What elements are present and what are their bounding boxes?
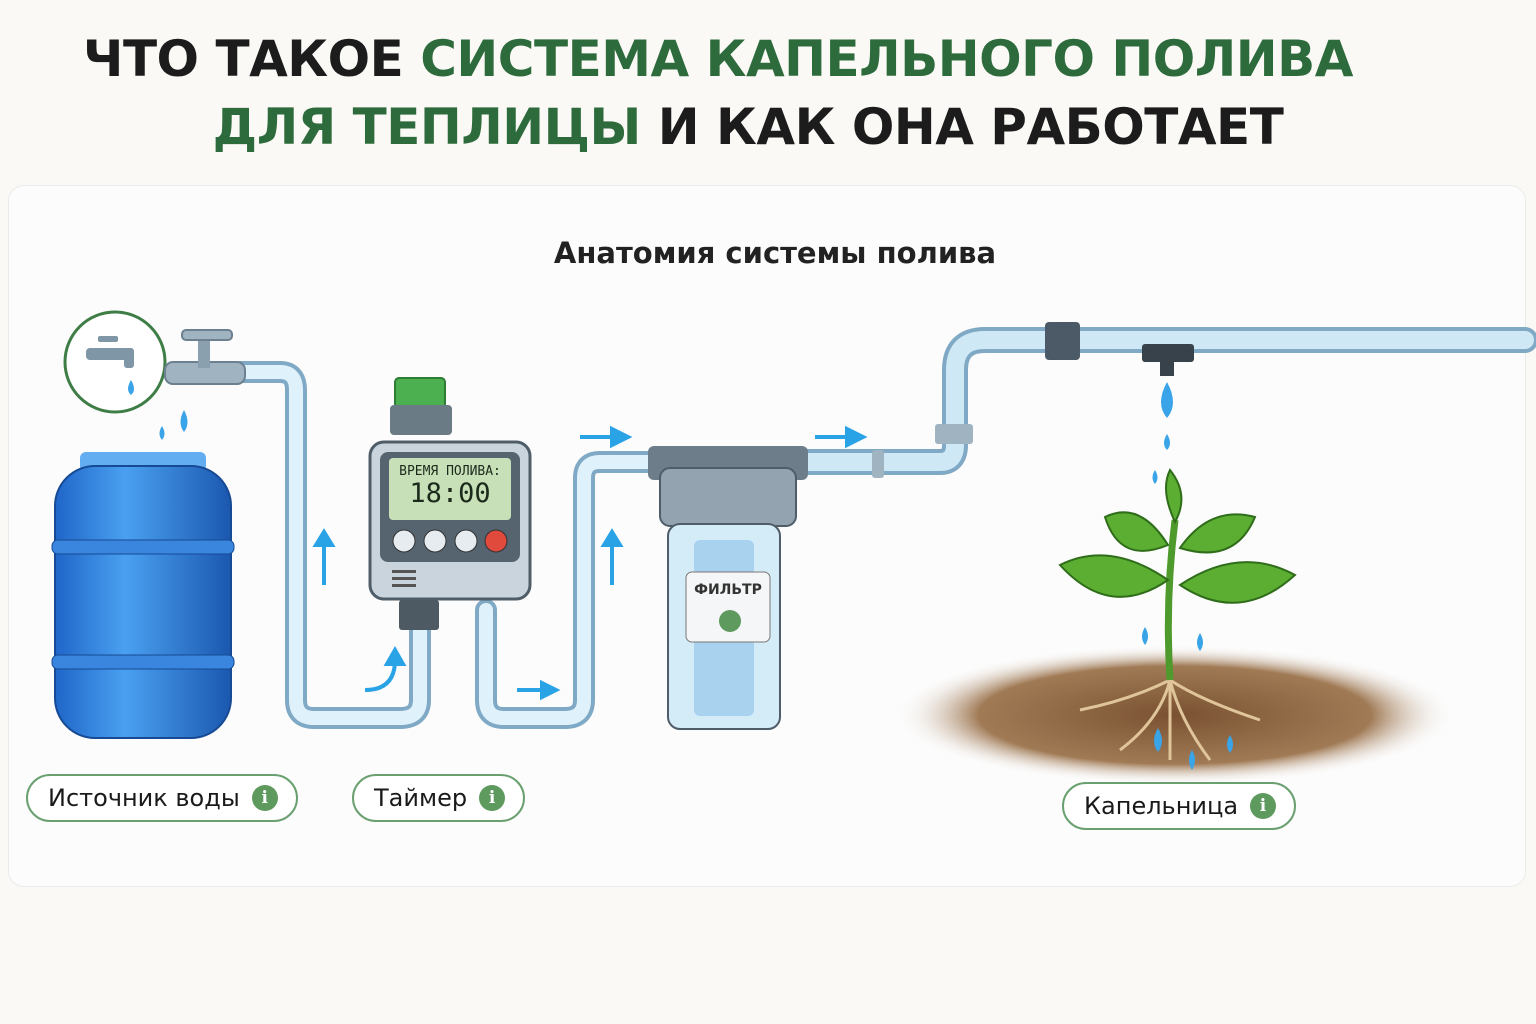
timer-display-time: 18:00 — [409, 478, 491, 509]
timer-display-label: ВРЕМЯ ПОЛИВА: — [399, 464, 501, 479]
label-text: Капельница — [1084, 792, 1239, 820]
pipe-elbow — [935, 424, 973, 444]
plant-in-soil — [895, 468, 1455, 785]
info-icon[interactable]: i — [251, 785, 278, 811]
water-filter — [648, 446, 808, 730]
label-water-source[interactable]: Источник воды i — [26, 774, 298, 822]
label-text: Таймер — [374, 784, 468, 812]
info-icon[interactable]: i — [1250, 793, 1277, 819]
diagram-subtitle: Анатомия системы полива — [553, 236, 997, 270]
pipe-coupling — [1045, 322, 1080, 360]
title-line-1: ЧТО ТАКОЕ СИСТЕМА КАПЕЛЬНОГО ПОЛИВА — [0, 30, 1486, 88]
flow-arrows — [312, 425, 868, 701]
water-barrel — [51, 452, 235, 739]
pipes — [229, 327, 1536, 729]
title-line-2: ДЛЯ ТЕПЛИЦЫ И КАК ОНА РАБОТАЕТ — [0, 98, 1516, 156]
title-plain: И КАК ОНА РАБОТАЕТ — [657, 98, 1284, 156]
label-dripper[interactable]: Капельница i — [1062, 782, 1297, 830]
title-accent: ДЛЯ ТЕПЛИЦЫ — [212, 98, 642, 156]
water-faucet — [164, 329, 246, 385]
timer-device — [368, 377, 532, 630]
label-text: Источник воды — [48, 784, 240, 812]
title-plain: ЧТО ТАКОЕ — [83, 30, 404, 88]
filter-label: ФИЛЬТР — [694, 582, 762, 598]
label-timer[interactable]: Таймер i — [352, 774, 526, 822]
info-icon[interactable]: i — [479, 785, 506, 811]
faucet-icon — [63, 310, 167, 414]
title-accent: СИСТЕМА КАПЕЛЬНОГО ПОЛИВА — [420, 30, 1353, 88]
timer-display: ВРЕМЯ ПОЛИВА: 18:00 — [390, 458, 510, 518]
dripper-icon — [1142, 344, 1194, 514]
